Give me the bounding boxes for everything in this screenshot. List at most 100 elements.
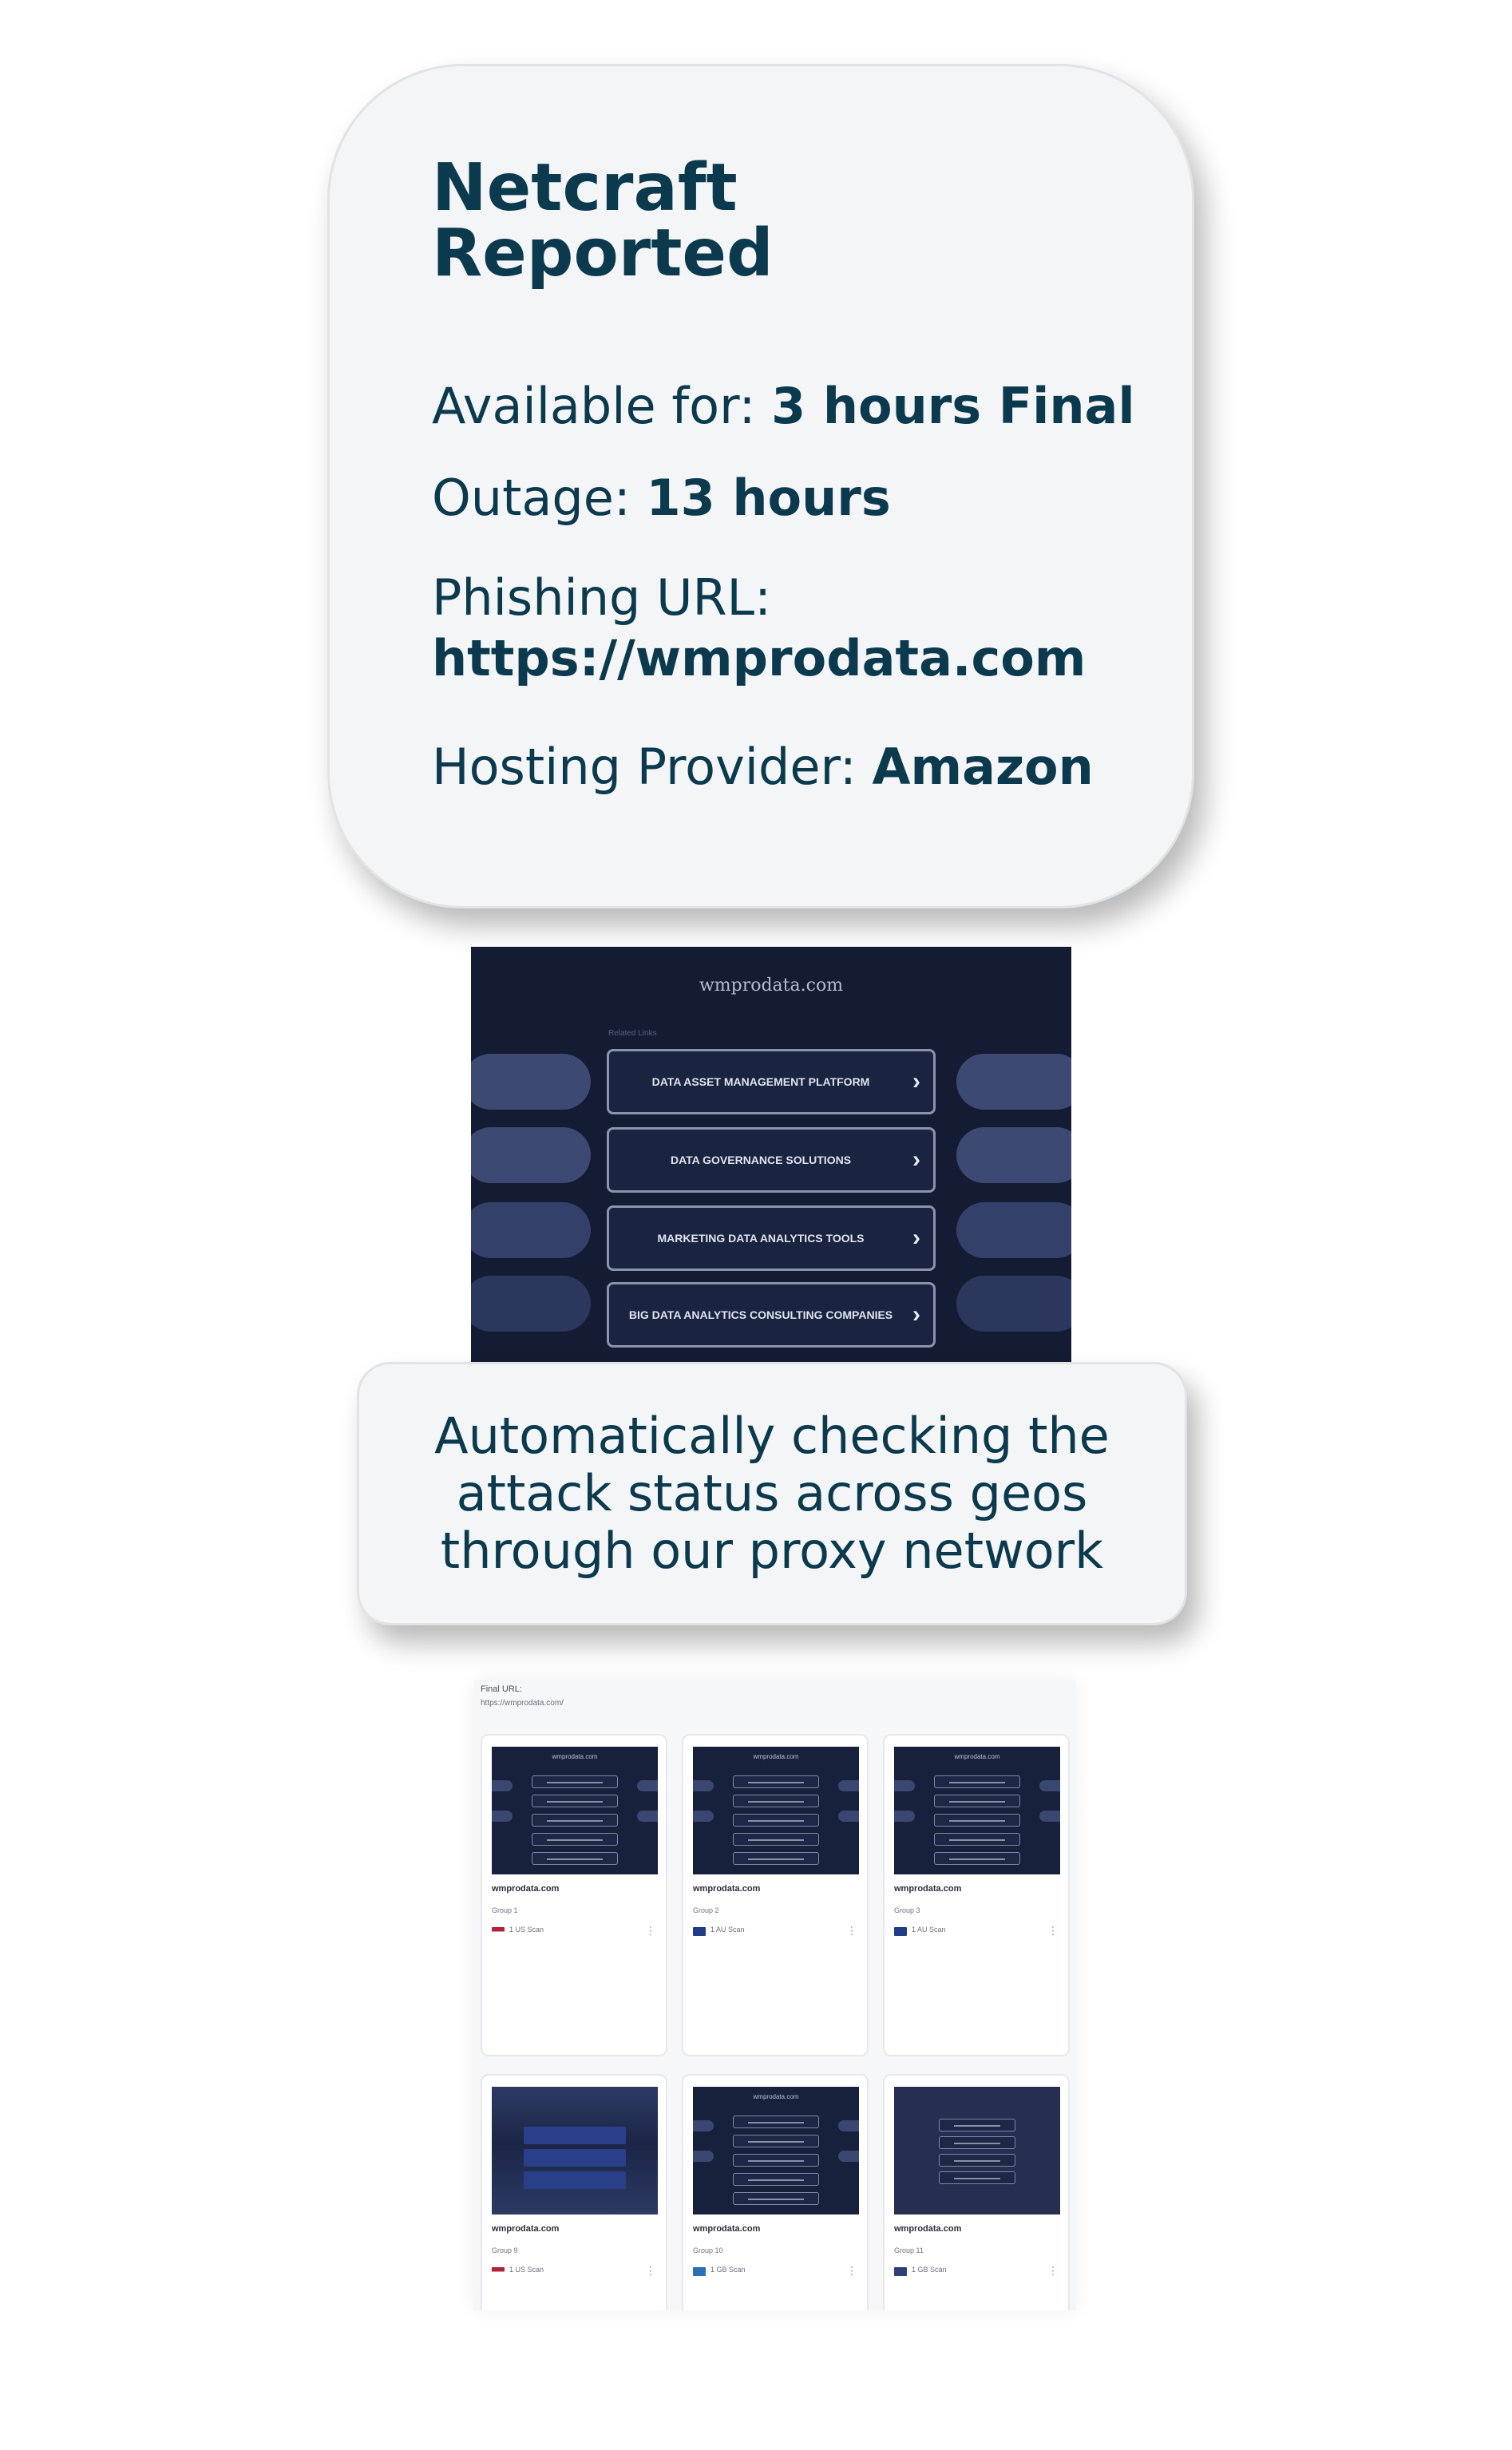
final-url-value[interactable]: https://wmprodata.com/: [481, 1699, 564, 1708]
decorative-pill: [471, 1276, 591, 1332]
result-thumbnail: wmprodata.com: [693, 2087, 859, 2214]
site-link-button[interactable]: BIG DATA ANALYTICS CONSULTING COMPANIES …: [607, 1282, 936, 1348]
hosting-provider-value: Amazon: [872, 738, 1094, 796]
more-options-icon[interactable]: ⋮: [645, 2264, 656, 2277]
more-options-icon[interactable]: ⋮: [1047, 1924, 1059, 1937]
thumbnail-pill: [894, 1811, 915, 1822]
phishing-site-screenshot: wmprodata.com Related Links DATA ASSET M…: [471, 947, 1071, 1362]
thumbnail-link-row: [939, 2119, 1015, 2131]
report-title-line2: Reported: [432, 216, 774, 291]
au-flag-icon: [894, 1927, 907, 1936]
report-title: Netcraft Reported: [432, 156, 774, 287]
card-group: Group 3: [894, 1906, 920, 1914]
card-scan-count: 1 AU Scan: [710, 1926, 745, 1933]
more-options-icon[interactable]: ⋮: [846, 2264, 857, 2277]
card-scan-count: 1 US Scan: [509, 2266, 544, 2274]
thumbnail-domain: wmprodata.com: [753, 2093, 799, 2100]
thumbnail-link-row: [532, 1795, 618, 1807]
thumbnail-link-row: [934, 1795, 1020, 1807]
thumbnail-pill: [894, 1780, 915, 1791]
card-domain: wmprodata.com: [693, 1884, 761, 1894]
chevron-right-icon: ›: [912, 1225, 920, 1251]
result-card[interactable]: wmprodata.com wmprodata.com Group 2 1 AU…: [682, 1734, 869, 2056]
site-link-button[interactable]: DATA ASSET MANAGEMENT PLATFORM ›: [607, 1049, 936, 1114]
netcraft-report-card: Netcraft Reported Available for: 3 hours…: [327, 64, 1194, 908]
card-scan-count: 1 GB Scan: [912, 2266, 947, 2274]
outage-row: Outage: 13 hours: [432, 468, 891, 528]
thumbnail-link-row: [934, 1833, 1020, 1846]
thumbnail-link-row: [733, 1775, 819, 1788]
available-for-row: Available for: 3 hours Final: [432, 376, 1135, 437]
phishing-url-value[interactable]: https://wmprodata.com: [432, 629, 1087, 687]
thumbnail-domain: wmprodata.com: [552, 1753, 598, 1760]
site-link-label: DATA GOVERNANCE SOLUTIONS: [670, 1154, 852, 1166]
result-card[interactable]: wmprodata.com wmprodata.com Group 3 1 AU…: [883, 1734, 1070, 2056]
card-domain: wmprodata.com: [894, 2224, 962, 2234]
card-domain: wmprodata.com: [693, 2224, 761, 2234]
thumbnail-link-row: [524, 2171, 626, 2189]
chevron-right-icon: ›: [912, 1068, 920, 1094]
thumbnail-link-row: [939, 2136, 1015, 2149]
more-options-icon[interactable]: ⋮: [846, 1924, 857, 1937]
thumbnail-pill: [693, 1780, 714, 1791]
decorative-pill: [471, 1202, 591, 1258]
hosting-provider-row: Hosting Provider: Amazon: [432, 737, 1094, 798]
thumbnail-pill: [492, 1780, 513, 1791]
phishing-url-row: Phishing URL: https://wmprodata.com: [432, 568, 1086, 689]
result-card[interactable]: wmprodata.com wmprodata.com Group 10 1 G…: [682, 2074, 869, 2310]
decorative-pill: [956, 1054, 1071, 1110]
card-domain: wmprodata.com: [492, 2224, 560, 2234]
result-thumbnail: [492, 2087, 658, 2214]
more-options-icon[interactable]: ⋮: [1047, 2264, 1059, 2277]
site-domain: wmprodata.com: [699, 976, 844, 995]
outage-label: Outage:: [432, 469, 647, 527]
result-thumbnail: wmprodata.com: [693, 1747, 859, 1874]
phishing-url-label: Phishing URL:: [432, 568, 771, 627]
card-group: Group 10: [693, 2246, 723, 2254]
decorative-pill: [956, 1202, 1071, 1258]
thumbnail-domain: wmprodata.com: [753, 1753, 799, 1760]
result-card[interactable]: wmprodata.com Group 11 1 GB Scan ⋮: [883, 2074, 1070, 2310]
site-link-label: MARKETING DATA ANALYTICS TOOLS: [657, 1232, 865, 1245]
decorative-pill: [471, 1054, 591, 1110]
thumbnail-link-row: [524, 2127, 626, 2144]
thumbnail-pill: [492, 1811, 513, 1822]
available-for-value: 3 hours Final: [771, 377, 1135, 435]
thumbnail-link-row: [524, 2149, 626, 2167]
thumbnail-pill: [693, 1811, 714, 1822]
card-domain: wmprodata.com: [492, 1884, 560, 1894]
final-url-label: Final URL:: [481, 1684, 522, 1694]
more-options-icon[interactable]: ⋮: [645, 1924, 656, 1937]
thumbnail-link-row: [733, 1833, 819, 1846]
au-flag-icon: [693, 1927, 706, 1936]
site-link-button[interactable]: DATA GOVERNANCE SOLUTIONS ›: [607, 1127, 936, 1193]
outage-value: 13 hours: [646, 469, 891, 527]
thumbnail-link-row: [733, 1795, 819, 1807]
thumbnail-pill: [693, 2120, 714, 2131]
result-card[interactable]: wmprodata.com Group 9 1 US Scan ⋮: [481, 2074, 667, 2310]
card-group: Group 11: [894, 2246, 924, 2254]
site-link-label: DATA ASSET MANAGEMENT PLATFORM: [651, 1075, 870, 1088]
gb-flag-icon: [693, 2267, 706, 2276]
thumbnail-pill: [838, 2120, 859, 2131]
thumbnail-link-row: [733, 2116, 819, 2128]
card-domain: wmprodata.com: [894, 1884, 962, 1894]
thumbnail-link-row: [733, 1814, 819, 1827]
available-for-label: Available for:: [432, 377, 772, 435]
card-group: Group 1: [492, 1906, 518, 1914]
report-title-line1: Netcraft: [432, 150, 738, 226]
site-related-label: Related Links: [608, 1029, 657, 1038]
decorative-pill: [956, 1127, 1071, 1183]
hosting-provider-label: Hosting Provider:: [432, 738, 873, 796]
thumbnail-link-row: [934, 1814, 1020, 1827]
thumbnail-link-row: [939, 2154, 1015, 2167]
card-scan-count: 1 US Scan: [509, 1926, 544, 1933]
thumbnail-pill: [1039, 1780, 1060, 1791]
caption-text: Automatically checking the attack status…: [434, 1407, 1110, 1580]
result-card[interactable]: wmprodata.com wmprodata.com Group 1 1 US…: [481, 1734, 667, 2056]
result-thumbnail: wmprodata.com: [492, 1747, 658, 1874]
thumbnail-link-row: [532, 1833, 618, 1846]
site-link-button[interactable]: MARKETING DATA ANALYTICS TOOLS ›: [607, 1205, 936, 1271]
thumbnail-pill: [838, 1780, 859, 1791]
thumbnail-link-row: [934, 1852, 1020, 1865]
